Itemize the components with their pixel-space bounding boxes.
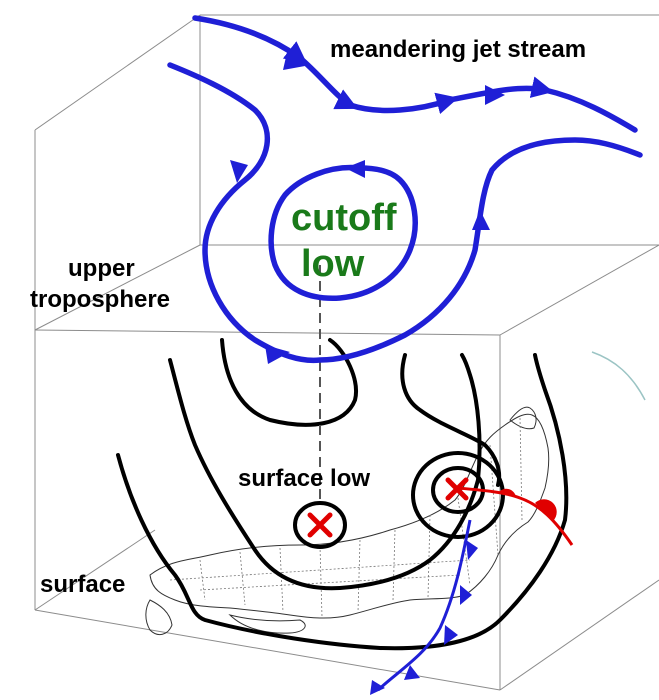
- cold-front-triangle: [460, 585, 472, 605]
- lower-left-diag: [34, 529, 156, 611]
- jet-arrowhead: [230, 160, 248, 183]
- cold-front-triangle: [444, 625, 458, 645]
- faint-arc: [591, 351, 646, 401]
- low-markers: [307, 477, 469, 538]
- jet-arrowhead: [472, 210, 490, 230]
- mid-right-edge: [499, 244, 659, 336]
- cutoff-low-label-line2: low: [301, 243, 365, 285]
- cold-front-triangle: [404, 665, 420, 680]
- jet-arrowhead: [485, 85, 505, 105]
- upper-troposphere-label-line2: troposphere: [30, 286, 170, 313]
- surface-low-label: surface low: [238, 465, 370, 492]
- isobar-low2-ring2: [411, 451, 505, 539]
- isobar-mid: [168, 353, 482, 591]
- isobar-hook: [400, 353, 502, 487]
- warm-front: [457, 486, 574, 546]
- mid-front-edge: [34, 329, 501, 336]
- jet-stream: [167, 15, 643, 364]
- warm-front-semicircle: [535, 499, 557, 521]
- warm-front-semicircle: [498, 488, 516, 497]
- jet-stream-top: [192, 15, 638, 133]
- cutoff-low-label-line1: cutoff: [291, 197, 397, 239]
- japan-coastline: [149, 413, 550, 619]
- cold-front-triangle: [466, 540, 478, 560]
- jet-arrowhead: [283, 48, 305, 70]
- japan-map: [145, 406, 550, 636]
- prefecture-lines: [169, 417, 523, 618]
- jet-stream-label: meandering jet stream: [330, 36, 586, 63]
- lower-front-edge: [34, 609, 501, 691]
- cold-front-triangle: [370, 680, 385, 695]
- lower-right-edge: [499, 579, 659, 691]
- hokkaido-coast: [509, 406, 537, 430]
- cold-front-line: [376, 519, 472, 692]
- upper-troposphere-label-line1: upper: [68, 255, 135, 282]
- layer-box: [34, 14, 659, 691]
- surface-label: surface: [40, 571, 125, 598]
- jet-arrowhead: [265, 345, 290, 364]
- red-x-icon: [445, 477, 469, 501]
- shikoku-coast: [228, 614, 306, 634]
- red-x-icon: [307, 512, 333, 538]
- kyushu-coast: [145, 599, 173, 636]
- jet-stream-main: [167, 62, 643, 364]
- upper-left-top-edge: [34, 14, 201, 131]
- jet-stream-loop: [268, 164, 418, 301]
- mid-left-edge: [34, 244, 201, 331]
- warm-front-line: [457, 486, 574, 546]
- isobar-outer: [116, 353, 569, 651]
- isobar-low-ring: [293, 501, 347, 549]
- isobar-inner-trough: [220, 338, 358, 427]
- cold-front: [370, 519, 478, 695]
- isobars: [116, 338, 569, 651]
- jet-arrowhead: [345, 160, 365, 178]
